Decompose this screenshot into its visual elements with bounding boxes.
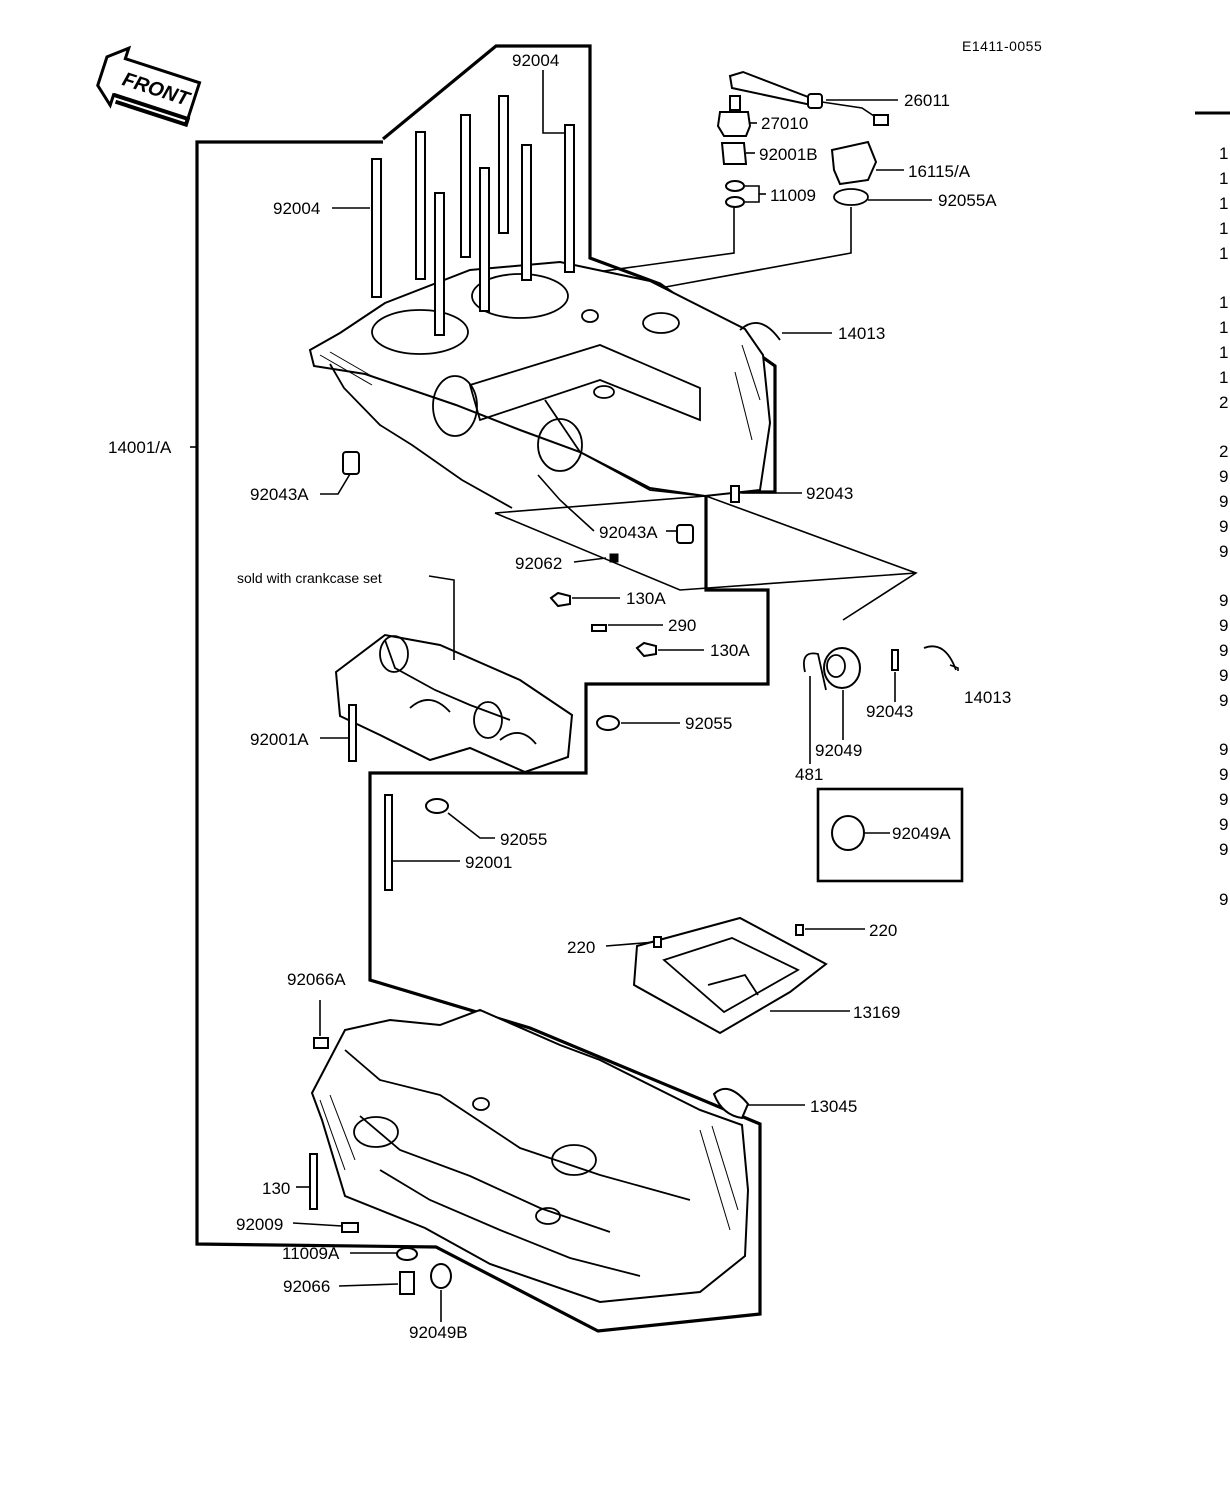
- plug-92066A: [313, 1037, 329, 1049]
- margin-digit: 9: [1219, 666, 1228, 685]
- guide-line-cross: [494, 495, 918, 621]
- cover-13045: [712, 1087, 750, 1120]
- margin-digit: 1: [1219, 219, 1228, 238]
- part-label: 26011: [904, 91, 950, 110]
- seal-92049B: [430, 1263, 452, 1289]
- margin-digit-column: 1 1 1 1 1 1 1 1 1 2 2 9 9 9 9 9 9 9 9 9 9 9 9 9 9 9: [1219, 144, 1228, 909]
- margin-digit: 9: [1219, 815, 1228, 834]
- oil-filler-cap: [830, 140, 878, 206]
- leader-lines: [190, 70, 959, 1322]
- margin-digit: 2: [1219, 393, 1228, 412]
- part-label: 14001/A: [108, 438, 172, 457]
- part-label: 92055A: [938, 191, 997, 210]
- part-label: 92066: [283, 1277, 330, 1296]
- part-label: 92043A: [599, 523, 658, 542]
- seal-92049A: [831, 815, 865, 851]
- margin-digit: 9: [1219, 691, 1228, 710]
- margin-digit: 2: [1219, 442, 1228, 461]
- dowel-92043A-mid: [676, 524, 694, 544]
- part-label: 130: [262, 1179, 290, 1198]
- part-label: 220: [567, 938, 595, 957]
- margin-digit: 9: [1219, 492, 1228, 511]
- diagram-code: E1411-0055: [962, 38, 1042, 54]
- margin-digit: 1: [1219, 318, 1228, 337]
- bearing-92049: [803, 645, 957, 691]
- crankcase-frame-line: [195, 44, 777, 1333]
- margin-digit: 9: [1219, 890, 1228, 909]
- part-label: 92001A: [250, 730, 309, 749]
- part-label: 16115/A: [908, 162, 971, 181]
- part-label: 130A: [626, 589, 666, 608]
- plug-92009: [341, 1222, 359, 1233]
- part-label: 290: [668, 616, 696, 635]
- oil-ring-top: [739, 322, 781, 341]
- front-arrow-icon: FRONT: [96, 45, 202, 128]
- margin-digit: 1: [1219, 343, 1228, 362]
- margin-digit: 9: [1219, 591, 1228, 610]
- margin-digit: 1: [1219, 244, 1228, 263]
- part-label: 92049A: [892, 824, 951, 843]
- part-label: 14013: [964, 688, 1011, 707]
- part-label: 220: [869, 921, 897, 940]
- washer-11009A: [396, 1247, 418, 1261]
- oil-pan-plate: [632, 916, 828, 1035]
- part-label: 92055: [685, 714, 732, 733]
- dowel-92043A-left: [342, 451, 360, 475]
- plug-92062: [609, 553, 619, 563]
- seal-92055-upper: [596, 715, 620, 731]
- seal-92055-lower: [425, 798, 449, 814]
- margin-digit: 9: [1219, 641, 1228, 660]
- part-label: 92001B: [759, 145, 818, 164]
- part-label: 13169: [853, 1003, 900, 1022]
- part-label: 92009: [236, 1215, 283, 1234]
- margin-digit: 9: [1219, 765, 1228, 784]
- margin-digit: 1: [1219, 169, 1228, 188]
- cylinder-studs: [371, 95, 575, 336]
- margin-digit: 9: [1219, 790, 1228, 809]
- part-label: 27010: [761, 114, 808, 133]
- crankcase-set-note: sold with crankcase set: [237, 570, 382, 586]
- margin-digit: 1: [1219, 368, 1228, 387]
- lower-crankcase: [310, 1008, 750, 1304]
- part-label: 92043A: [250, 485, 309, 504]
- part-label: 92004: [512, 51, 559, 70]
- bearing-cap-set: [334, 633, 574, 774]
- small-bolts: [549, 591, 657, 658]
- margin-digit: 1: [1219, 194, 1228, 213]
- margin-digit: 9: [1219, 616, 1228, 635]
- option-box-92049A: [816, 787, 964, 883]
- part-label: 11009A: [282, 1244, 340, 1263]
- margin-digit: 9: [1219, 840, 1228, 859]
- part-label: 92049: [815, 741, 862, 760]
- part-label: 92004: [273, 199, 320, 218]
- part-label: 11009: [770, 186, 816, 205]
- part-label: 92066A: [287, 970, 346, 989]
- oil-pressure-switch-parts: [716, 70, 889, 208]
- margin-digit: 9: [1219, 467, 1228, 486]
- part-label: 13045: [810, 1097, 857, 1116]
- margin-digit: 1: [1219, 144, 1228, 163]
- part-label: 92043: [866, 702, 913, 721]
- dowel-92043-right: [730, 485, 740, 503]
- margin-digit: 1: [1219, 293, 1228, 312]
- guide-line-cross-b: [494, 512, 917, 591]
- part-label: 92062: [515, 554, 562, 573]
- margin-digit: 9: [1219, 740, 1228, 759]
- drain-plug-92066: [399, 1271, 415, 1295]
- margin-digit: 9: [1219, 542, 1228, 561]
- margin-digit: 9: [1219, 517, 1228, 536]
- upper-crankcase: [308, 260, 772, 509]
- part-label: 92043: [806, 484, 853, 503]
- part-label: 92055: [500, 830, 547, 849]
- bolt-92001A: [348, 704, 357, 762]
- part-label: 14013: [838, 324, 885, 343]
- bolt-92001: [384, 794, 393, 891]
- part-label: 481: [795, 765, 823, 784]
- part-labels: 92004 92004 26011 27010 92001B 16115/A 1…: [108, 51, 1011, 1342]
- part-label: 130A: [710, 641, 750, 660]
- bolt-130: [309, 1153, 318, 1210]
- part-label: 92001: [465, 853, 512, 872]
- part-label: 92049B: [409, 1323, 468, 1342]
